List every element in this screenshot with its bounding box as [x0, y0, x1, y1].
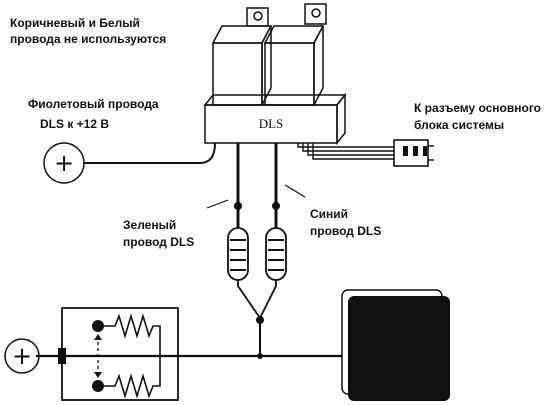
- right-mounting-hole-icon: [311, 8, 321, 18]
- violet-wire-label-line2: DLS к +12 В: [40, 117, 109, 131]
- green-wire: [227, 143, 261, 319]
- blue-wire-label-line1: Синий: [310, 207, 348, 221]
- plus-supply-terminal: +: [4, 338, 40, 374]
- sensor-switch-box: [58, 307, 179, 401]
- dls-relay-unit: DLS: [203, 3, 347, 146]
- main-connector-label-line1: К разъему основного: [414, 101, 541, 115]
- blue-wire-leader: [284, 184, 306, 198]
- violet-wire-label-line1: Фиолетовый провода: [28, 97, 159, 111]
- main-connector-plug-icon: [393, 139, 434, 167]
- dls-device-label: DLS: [259, 116, 284, 131]
- left-mounting-hole-icon: [253, 11, 263, 21]
- unused-wires-label-line1: Коричневый и Белый: [10, 16, 140, 30]
- green-wire-leader: [206, 199, 229, 209]
- plus-12v-terminal: +: [43, 142, 85, 184]
- control-module-label-line1: Модуль: [360, 327, 424, 341]
- control-module-label-line2: управления: [357, 346, 428, 360]
- green-wire-label-line1: Зеленый: [123, 218, 176, 232]
- green-wire-label-line2: провод DLS: [123, 235, 194, 249]
- main-connector-wires: [297, 143, 394, 160]
- control-module: Модуль управления: [341, 289, 450, 401]
- unused-wires-label-line2: провода не используются: [10, 32, 166, 46]
- violet-wire: [84, 142, 216, 164]
- plus-icon-bottom: +: [12, 342, 32, 370]
- main-connector-label-line2: блока системы: [414, 118, 504, 132]
- blue-wire-label-line2: провод DLS: [310, 224, 381, 238]
- blue-wire: [259, 143, 287, 319]
- plus-icon: +: [54, 149, 74, 177]
